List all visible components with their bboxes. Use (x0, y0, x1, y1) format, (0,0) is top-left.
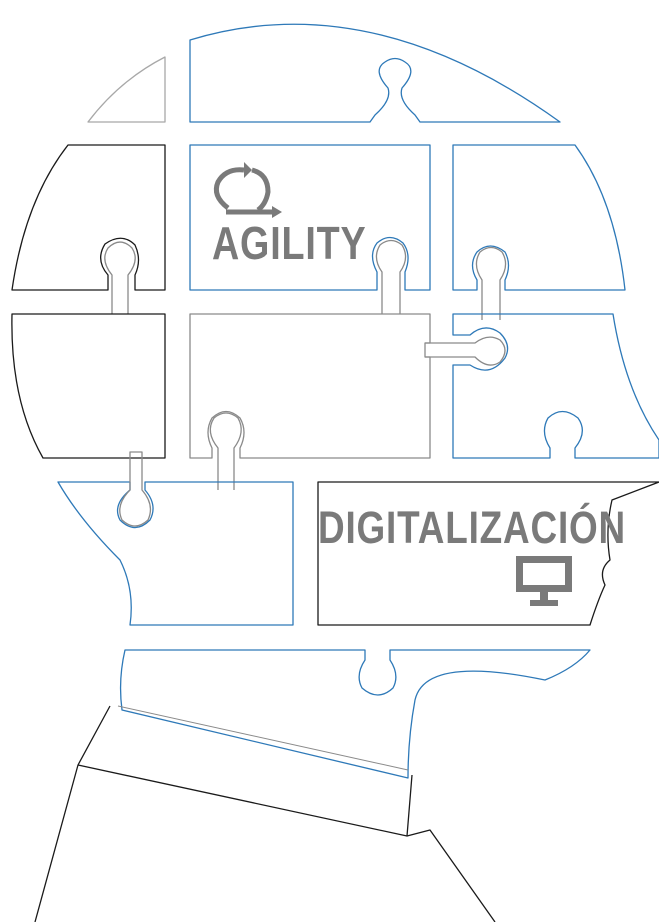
puzzle-piece-right-middle (452, 313, 659, 459)
suit-outline (34, 705, 111, 922)
puzzle-piece-top-left (87, 56, 166, 123)
monitor-icon (516, 556, 572, 606)
puzzle-piece-top (189, 23, 561, 123)
cycle-arrows-icon (213, 162, 282, 218)
puzzle-piece-left-middle (11, 313, 166, 459)
puzzle-knob-center-right (425, 336, 506, 366)
suit-lapel (406, 829, 496, 922)
puzzle-knob-bottom-left (119, 451, 152, 527)
suit-collar (77, 764, 413, 837)
agility-label: AGILITY (212, 217, 367, 269)
collar-line (117, 705, 409, 771)
puzzle-piece-center (189, 313, 431, 459)
puzzle-piece-digitalization (317, 481, 659, 626)
puzzle-knob-agility (375, 239, 407, 314)
puzzle-piece-agility (189, 144, 431, 291)
puzzle-piece-bottom-left (57, 481, 294, 626)
puzzle-piece-shoulders (119, 649, 591, 779)
puzzle-piece-left-upper (11, 144, 166, 291)
puzzle-piece-right-upper (452, 144, 626, 291)
puzzle-knob-left-upper (104, 241, 136, 314)
puzzle-knob-right-upper (475, 246, 507, 320)
digitalization-label: DIGITALIZACIÓN (318, 502, 627, 553)
puzzle-knob-center-bottom (209, 412, 242, 490)
